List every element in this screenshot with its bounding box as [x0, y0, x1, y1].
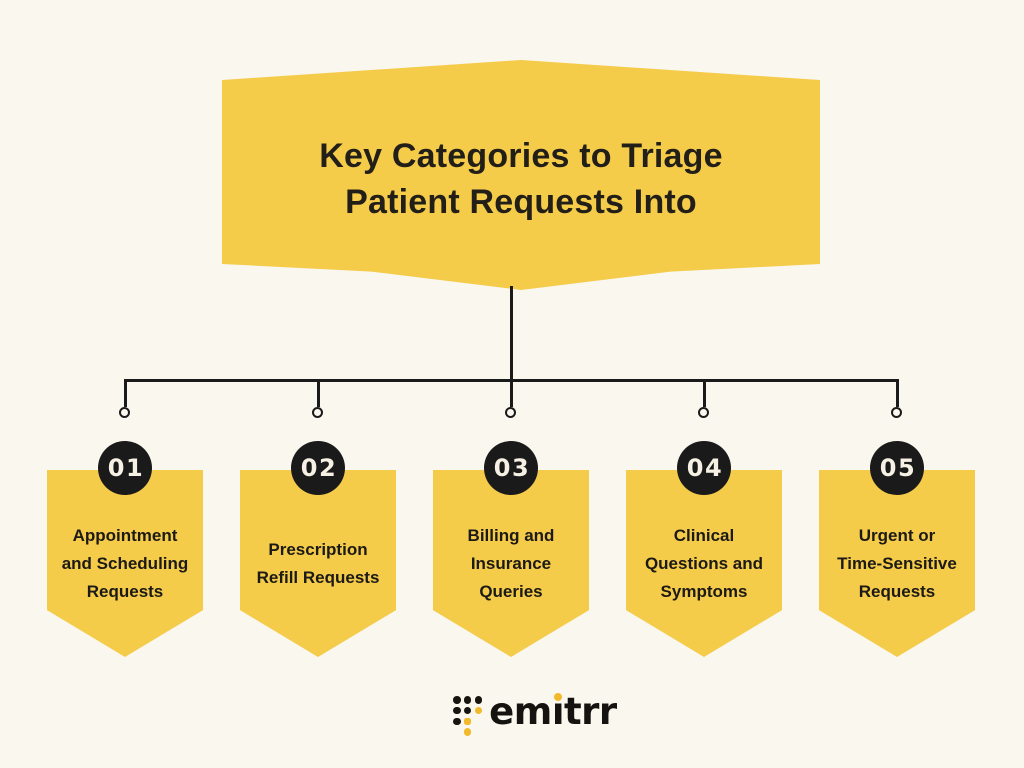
- title-banner: Key Categories to Triage Patient Request…: [222, 60, 820, 290]
- category-number: 05: [879, 454, 917, 482]
- logo-dot: [453, 717, 461, 726]
- category-label: Urgent or Time-Sensitive Requests: [837, 525, 957, 601]
- connector-drop-line: [509, 380, 513, 407]
- category-number-badge: 03: [484, 441, 538, 495]
- category-number-badge: 04: [677, 441, 731, 495]
- category-number: 01: [107, 454, 145, 482]
- category-item-appointment: Appointment and Scheduling Requests 01: [47, 380, 203, 657]
- connector-trunk-line: [509, 286, 513, 380]
- category-number: 03: [493, 454, 531, 482]
- logo-dot: [475, 718, 483, 726]
- connector-terminal-ring: [505, 407, 516, 418]
- category-number-badge: 05: [870, 441, 924, 495]
- wordmark-suffix: trr: [564, 690, 617, 733]
- page-title: Key Categories to Triage Patient Request…: [319, 137, 723, 221]
- logo-dot: [474, 696, 483, 704]
- category-item-clinical: Clinical Questions and Symptoms 04: [626, 380, 782, 657]
- logo-dot: [463, 717, 472, 726]
- logo-dot: [475, 728, 483, 736]
- category-card: Clinical Questions and Symptoms: [626, 470, 782, 657]
- category-item-billing: Billing and Insurance Queries 03: [433, 380, 589, 657]
- category-label: Prescription Refill Requests: [256, 539, 380, 587]
- category-card: Prescription Refill Requests: [240, 470, 396, 657]
- connector-drop-line: [316, 380, 320, 407]
- category-card: Billing and Insurance Queries: [433, 470, 589, 657]
- category-card: Appointment and Scheduling Requests: [47, 470, 203, 657]
- logo-dot: [453, 696, 461, 704]
- category-number-badge: 01: [98, 441, 152, 495]
- category-item-prescription: Prescription Refill Requests 02: [240, 380, 396, 657]
- logo-dot: [453, 706, 461, 715]
- logo-i-dot: [553, 693, 562, 701]
- category-item-urgent: Urgent or Time-Sensitive Requests 05: [819, 380, 975, 657]
- logo-dot: [463, 696, 472, 704]
- wordmark-i: ı: [551, 690, 565, 733]
- category-label: Billing and Insurance Queries: [467, 525, 555, 601]
- connector-drop-line: [702, 380, 706, 407]
- logo-dot: [463, 728, 472, 736]
- connector-terminal-ring: [119, 407, 130, 418]
- connector-terminal-ring: [312, 407, 323, 418]
- category-number: 02: [300, 454, 338, 482]
- category-number-badge: 02: [291, 441, 345, 495]
- connector-drop-line: [895, 380, 899, 407]
- connector-terminal-ring: [891, 407, 902, 418]
- category-label: Clinical Questions and Symptoms: [644, 525, 764, 601]
- wordmark-prefix: em: [489, 690, 552, 733]
- connector-drop-line: [123, 380, 127, 407]
- logo-dot: [463, 706, 472, 715]
- connector-terminal-ring: [698, 407, 709, 418]
- logo-dot: [453, 728, 461, 736]
- category-label: Appointment and Scheduling Requests: [61, 525, 189, 601]
- emitrr-logo-icon: [453, 696, 483, 736]
- logo-dot: [474, 706, 483, 715]
- category-number: 04: [686, 454, 724, 482]
- category-card: Urgent or Time-Sensitive Requests: [819, 470, 975, 657]
